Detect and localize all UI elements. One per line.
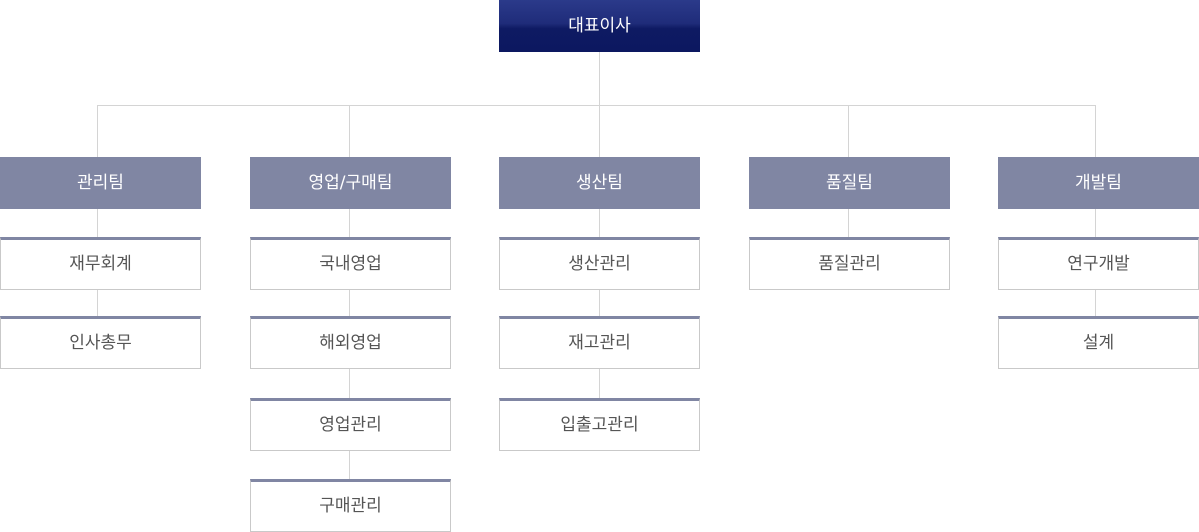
connector-col-2 (599, 209, 600, 399)
connector-team-3 (848, 105, 849, 157)
sub-production-management: 생산관리 (499, 237, 700, 290)
team-sales-purchasing: 영업/구매팀 (250, 157, 451, 209)
sub-domestic-sales: 국내영업 (250, 237, 451, 290)
team-quality: 품질팀 (749, 157, 950, 209)
team-development: 개발팀 (998, 157, 1199, 209)
sub-finance-accounting: 재무회계 (0, 237, 201, 290)
connector-team-0 (97, 105, 98, 157)
connector-team-1 (349, 105, 350, 157)
sub-purchase-management: 구매관리 (250, 479, 451, 532)
sub-inbound-outbound-management: 입출고관리 (499, 398, 700, 451)
sub-hr-general-affairs: 인사총무 (0, 316, 201, 369)
sub-research-development: 연구개발 (998, 237, 1199, 290)
team-management: 관리팀 (0, 157, 201, 209)
ceo-box: 대표이사 (499, 0, 700, 52)
connector-horizontal (97, 105, 1096, 106)
team-production: 생산팀 (499, 157, 700, 209)
sub-overseas-sales: 해외영업 (250, 316, 451, 369)
connector-ceo-vertical (599, 52, 600, 157)
sub-sales-management: 영업관리 (250, 398, 451, 451)
sub-quality-management: 품질관리 (749, 237, 950, 290)
connector-col-3 (848, 209, 849, 238)
connector-team-4 (1095, 105, 1096, 157)
sub-inventory-management: 재고관리 (499, 316, 700, 369)
sub-design: 설계 (998, 316, 1199, 369)
